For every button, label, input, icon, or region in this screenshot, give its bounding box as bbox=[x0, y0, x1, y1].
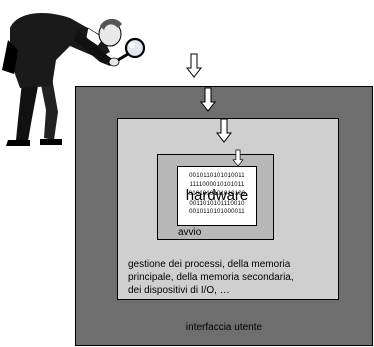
binary-line: 0011010101110010 bbox=[189, 201, 245, 207]
down-arrow-icon bbox=[200, 87, 216, 112]
binary-line: 0010110101010011 bbox=[189, 173, 245, 179]
os-management-line: dei dispositivi di I/O, … bbox=[128, 285, 230, 296]
binary-line: 0101010101010100 bbox=[188, 191, 246, 197]
layer-hardware: 0010110101010011 1111000010101011 010101… bbox=[177, 166, 257, 226]
os-management-line: gestione dei processi, della memoria bbox=[128, 259, 291, 270]
down-arrow-icon bbox=[232, 149, 244, 167]
down-arrow-icon bbox=[216, 118, 232, 143]
man-with-magnifying-glass-icon bbox=[2, 13, 146, 146]
os-management-line: principale, della memoria secondaria, bbox=[128, 272, 294, 283]
boot-label: avvio bbox=[178, 227, 202, 238]
user-interface-label: interfaccia utente bbox=[185, 322, 263, 333]
os-management-label: gestione dei processi, della memoria pri… bbox=[128, 258, 338, 297]
down-arrow-icon bbox=[186, 53, 202, 78]
hardware-label: hardware bbox=[185, 187, 249, 204]
binary-line: 0010110101000011 bbox=[189, 209, 245, 215]
binary-line: 1111000010101011 bbox=[189, 182, 245, 188]
